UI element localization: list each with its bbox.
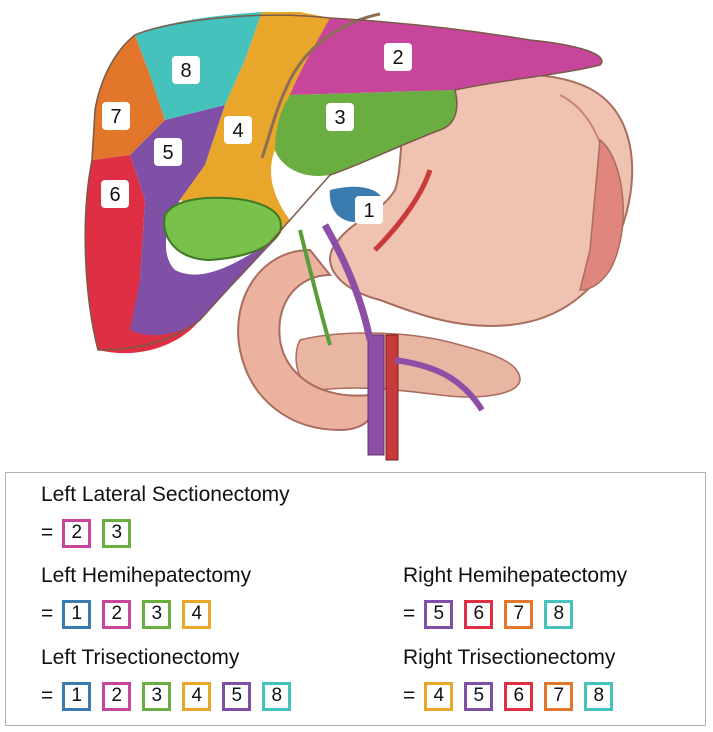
legend-title: Right Hemihepatectomy [403,564,628,587]
segment-box-6: 6 [504,681,534,711]
segment-box-6: 6 [464,599,494,629]
svg-text:7: 7 [110,106,121,128]
segment-box-2: 2 [62,518,92,548]
equals-sign: = [403,602,416,625]
svg-text:4: 4 [232,120,243,142]
segment-box-3: 3 [102,518,132,548]
artery [385,334,399,461]
segment-box-5: 5 [464,681,494,711]
segment-box-3: 3 [142,681,172,711]
segment-box-4: 4 [182,681,212,711]
segment-box-1: 1 [62,681,92,711]
liver-anatomy-illustration: 8 2 7 3 4 5 6 1 [84,12,634,461]
equals-sign: = [41,602,54,625]
legend-title: Left Hemihepatectomy [41,564,252,587]
segment-box-4: 4 [424,681,454,711]
segment-label-2: 2 [384,43,412,71]
segment-label-8: 8 [172,56,200,84]
falciform-ligament [260,12,381,159]
segment-box-2: 2 [102,599,132,629]
segment-box-7: 7 [504,599,534,629]
segment-box-7: 7 [544,681,574,711]
segment-box-5: 5 [424,599,454,629]
legend-title: Right Trisectionectomy [403,646,616,669]
bile-duct [298,229,332,346]
svg-text:5: 5 [162,142,173,164]
legend-title: Left Trisectionectomy [41,646,240,669]
hepatic-artery [373,169,433,252]
segment-box-8: 8 [584,681,614,711]
portal-vein-upper [321,223,374,341]
svg-text:3: 3 [334,107,345,129]
svg-text:1: 1 [363,200,374,222]
segment-label-7: 7 [102,102,130,130]
stomach-fundus [579,138,624,291]
segment-box-5: 5 [222,681,252,711]
segment-box-4: 4 [182,599,212,629]
portal-vein [367,334,385,456]
liver-segment-3 [275,90,457,176]
svg-text:8: 8 [180,60,191,82]
equals-sign: = [41,521,54,544]
segment-box-2: 2 [102,681,132,711]
segment-label-3: 3 [326,103,354,131]
segment-label-6: 6 [101,180,129,208]
legend-title: Left Lateral Sectionectomy [41,483,290,506]
segment-box-3: 3 [142,599,172,629]
segment-box-8: 8 [544,599,574,629]
splenic-vein [394,357,485,412]
segment-box-1: 1 [62,599,92,629]
equals-sign: = [41,684,54,707]
duodenum [237,248,375,432]
svg-text:2: 2 [392,47,403,69]
liver-segment-2 [290,18,602,95]
segment-box-8: 8 [262,681,292,711]
segment-label-5: 5 [154,138,182,166]
segment-label-1: 1 [355,196,383,224]
liver-outline [84,14,603,351]
segment-label-4: 4 [224,116,252,144]
equals-sign: = [403,684,416,707]
svg-text:6: 6 [109,184,120,206]
